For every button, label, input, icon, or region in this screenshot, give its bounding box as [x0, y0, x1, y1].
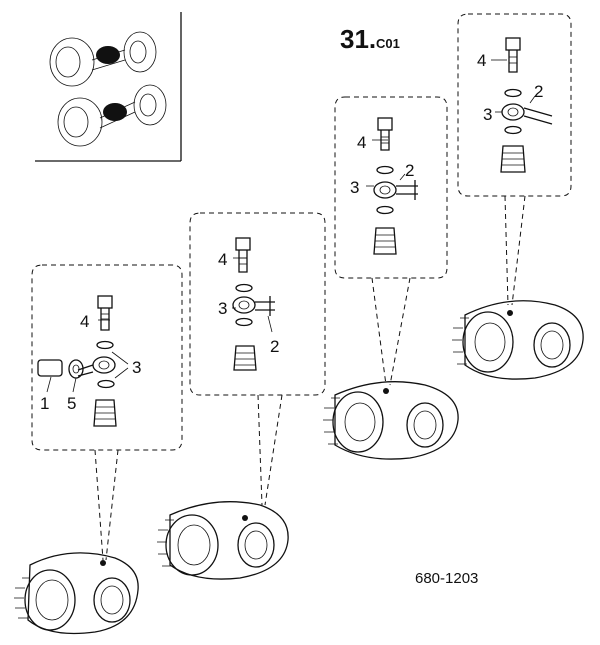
callout-2: 2: [405, 161, 414, 180]
washers-2: [235, 283, 253, 327]
banjo-bolt-1: [97, 295, 113, 331]
washers-4: [504, 88, 522, 135]
boot-3: [373, 227, 397, 255]
callout-3: 3: [218, 299, 227, 318]
leaders-1: [46, 319, 129, 393]
callout-2: 2: [534, 82, 543, 101]
callout-3: 3: [132, 358, 141, 377]
callout-3: 3: [483, 105, 492, 124]
callout-2: 2: [270, 337, 279, 356]
axle-housing-1: [14, 552, 139, 635]
washers-1: [96, 340, 115, 389]
section-number: 31.: [340, 24, 376, 54]
callout-4: 4: [218, 250, 227, 269]
banjo-bolt-4: [505, 37, 521, 73]
axle-housing-2: [157, 501, 289, 580]
leaders-3: [366, 139, 406, 187]
callout-5: 5: [67, 394, 76, 413]
axle-housing-4: [452, 300, 584, 380]
detail-box-4: [457, 13, 572, 306]
boot-4: [500, 145, 526, 173]
axle-housing-3: [323, 381, 459, 460]
inset-axle-illustration: [49, 31, 167, 147]
washers-3: [376, 165, 394, 215]
breather-1: [37, 359, 84, 379]
callout-3: 3: [350, 178, 359, 197]
boot-2: [233, 345, 257, 371]
banjo-fitting-4: [501, 103, 553, 125]
banjo-bolt-3: [377, 117, 393, 151]
banjo-fitting-3: [373, 180, 418, 200]
callout-1: 1: [40, 394, 49, 413]
leaders-2: [232, 257, 273, 333]
part-number: 680-1203: [415, 570, 478, 587]
callout-4: 4: [357, 133, 366, 152]
section-code: C01: [376, 36, 400, 51]
detail-box-1: [31, 264, 183, 561]
banjo-fitting-2: [232, 296, 275, 316]
banjo-fitting-1: [77, 356, 116, 377]
inset-frame: [35, 12, 182, 162]
boot-1: [93, 399, 117, 427]
callout-4: 4: [477, 51, 486, 70]
detail-box-2: [189, 212, 326, 506]
callout-4: 4: [80, 312, 89, 331]
detail-box-3: [334, 96, 448, 386]
banjo-bolt-2: [235, 237, 251, 273]
leaders-4: [491, 59, 536, 113]
